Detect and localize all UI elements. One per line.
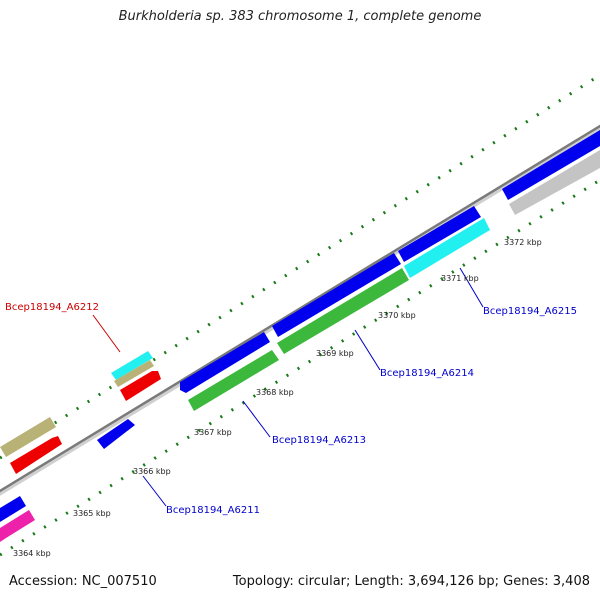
tick-label: 3366 kbp [133, 467, 171, 476]
label-leaders [92, 267, 484, 507]
gene-labels: Bcep18194_A6211 Bcep18194_A6212 Bcep1819… [5, 302, 577, 516]
tick-label: 3371 kbp [441, 274, 479, 283]
genome-summary-text: Topology: circular; Length: 3,694,126 bp… [232, 574, 590, 589]
tick-label: 3369 kbp [316, 349, 354, 358]
tick-label: 3365 kbp [73, 509, 111, 518]
tick-label: 3372 kbp [504, 238, 542, 247]
tick-label: 3364 kbp [13, 549, 51, 558]
gene-blue-c [398, 206, 481, 262]
gene-label-a6215: Bcep18194_A6215 [483, 306, 577, 317]
gene-label-a6212: Bcep18194_A6212 [5, 302, 99, 313]
gene-gray-d [509, 150, 600, 215]
inner-ticks [0, 178, 600, 557]
tick-label: 3370 kbp [378, 311, 416, 320]
tick-label: 3368 kbp [256, 388, 294, 397]
gene-blue-bottom-left [0, 496, 26, 522]
gene-green-a6214 [277, 268, 409, 354]
gene-khaki-left [0, 417, 56, 457]
gene-blue-b [272, 253, 401, 337]
gene-blue-d [502, 130, 600, 200]
tick-labels: 3364 kbp 3365 kbp 3366 kbp 3367 kbp 3368… [13, 238, 542, 558]
gene-red-a6212 [120, 371, 161, 401]
gene-label-a6214: Bcep18194_A6214 [380, 368, 474, 379]
gene-label-a6213: Bcep18194_A6213 [272, 435, 366, 446]
gene-features [0, 130, 600, 542]
gene-blue-a [180, 332, 270, 393]
gene-blue-a6211 [97, 419, 135, 449]
gene-magenta-bottom-left [0, 510, 35, 542]
gene-khaki-a6212 [114, 360, 154, 387]
gene-red-left [10, 436, 62, 474]
gene-cyan-a6215 [404, 218, 490, 278]
accession-text: Accession: NC_007510 [9, 574, 157, 589]
map-title: Burkholderia sp. 383 chromosome 1, compl… [118, 9, 482, 24]
gene-label-a6211: Bcep18194_A6211 [166, 505, 260, 516]
gene-cyan-a6212 [111, 351, 153, 380]
gene-green-a6213 [188, 350, 279, 411]
tick-label: 3367 kbp [194, 428, 232, 437]
outer-ticks [0, 73, 600, 460]
